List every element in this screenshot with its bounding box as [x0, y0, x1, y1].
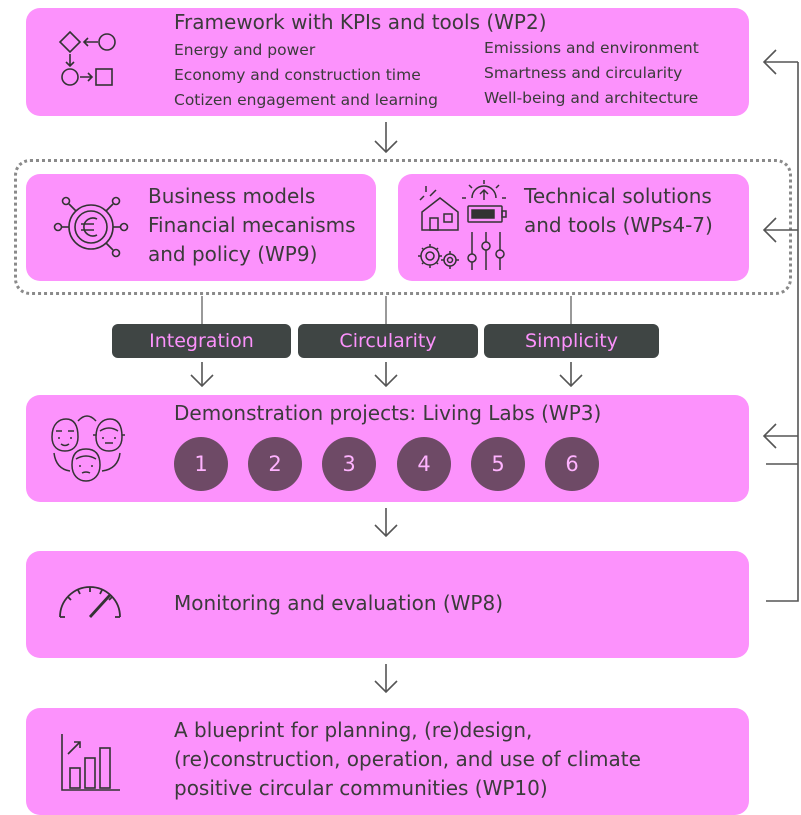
principle-integration: Integration [112, 324, 291, 358]
gauge-icon [56, 581, 124, 621]
monitoring-box: Monitoring and evaluation (WP8) [26, 551, 749, 658]
down-arrow-icon [189, 362, 215, 388]
connector-line [385, 296, 387, 324]
down-arrow-icon [373, 664, 399, 694]
kpi-item: Smartness and circularity [484, 64, 683, 82]
demonstration-box: Demonstration projects: Living Labs (WP3… [26, 395, 749, 502]
technical-line: Technical solutions [524, 184, 712, 208]
living-lab-badge[interactable]: 1 [174, 437, 228, 491]
kpi-item: Well-being and architecture [484, 89, 699, 107]
monitoring-title: Monitoring and evaluation (WP8) [174, 591, 504, 615]
business-text: Business models Financial mecanisms and … [148, 182, 356, 269]
euro-network-icon [53, 192, 129, 262]
blueprint-line: A blueprint for planning, (re)design, [174, 718, 533, 742]
down-arrow-icon [373, 122, 399, 154]
business-line: Financial mecanisms [148, 213, 356, 237]
living-lab-badge[interactable]: 2 [248, 437, 302, 491]
kpi-item: Emissions and environment [484, 39, 699, 57]
process-flow-icon [58, 30, 118, 90]
living-lab-badge[interactable]: 3 [322, 437, 376, 491]
blueprint-text: A blueprint for planning, (re)design, (r… [174, 716, 641, 803]
technical-text: Technical solutions and tools (WPs4-7) [524, 182, 713, 240]
down-arrow-icon [558, 362, 584, 388]
living-lab-badge[interactable]: 5 [471, 437, 525, 491]
blueprint-line: positive circular communities (WP10) [174, 776, 548, 800]
connector-line [570, 296, 572, 324]
living-lab-badge[interactable]: 6 [545, 437, 599, 491]
business-line: Business models [148, 184, 316, 208]
principle-simplicity: Simplicity [484, 324, 659, 358]
technology-tools-icon [416, 180, 512, 272]
framework-title: Framework with KPIs and tools (WP2) [174, 10, 547, 34]
demonstration-title: Demonstration projects: Living Labs (WP3… [174, 401, 602, 425]
kpi-item: Energy and power [174, 41, 316, 59]
down-arrow-icon [373, 362, 399, 388]
framework-box: Framework with KPIs and tools (WP2) Ener… [26, 8, 749, 116]
kpi-item: Economy and construction time [174, 66, 421, 84]
principle-circularity: Circularity [298, 324, 478, 358]
kpi-list-right: Emissions and environment Smartness and … [484, 36, 699, 111]
feedback-loop [760, 49, 801, 605]
technical-box: Technical solutions and tools (WPs4-7) [398, 174, 749, 281]
connector-line [201, 296, 203, 324]
blueprint-box: A blueprint for planning, (re)design, (r… [26, 708, 749, 815]
growth-chart-icon [60, 732, 122, 792]
business-line: and policy (WP9) [148, 242, 318, 266]
living-lab-badge[interactable]: 4 [397, 437, 451, 491]
technical-line: and tools (WPs4-7) [524, 213, 713, 237]
people-group-icon [48, 413, 128, 485]
kpi-item: Cotizen engagement and learning [174, 91, 438, 109]
business-box: Business models Financial mecanisms and … [26, 174, 376, 281]
blueprint-line: (re)construction, operation, and use of … [174, 747, 641, 771]
solutions-group [14, 159, 792, 295]
kpi-list-left: Energy and power Economy and constructio… [174, 38, 438, 113]
down-arrow-icon [373, 508, 399, 538]
